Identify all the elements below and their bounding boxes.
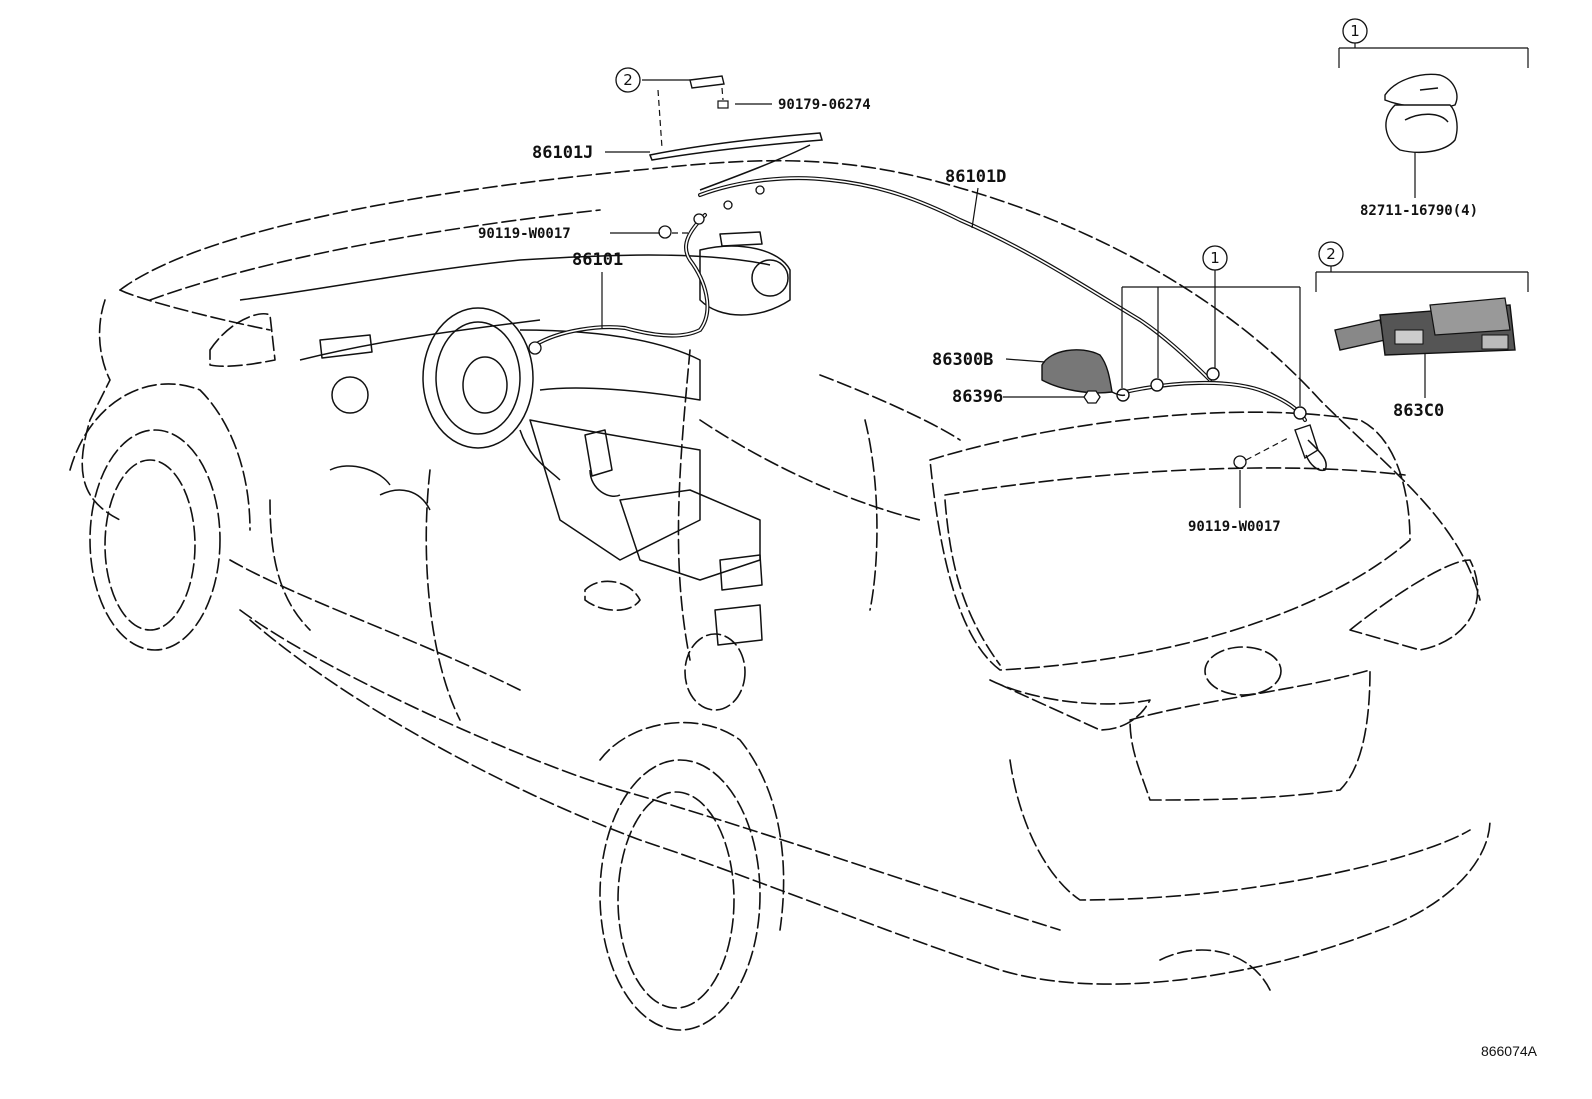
part-label-90179-06274: 90179-06274 — [778, 97, 871, 113]
part-label-86101: 86101 — [572, 250, 623, 270]
callout-number: 1 — [1350, 22, 1360, 40]
cable-clips — [528, 185, 1307, 420]
callout-1-inset: 1 — [1342, 18, 1368, 44]
part-label-86396: 86396 — [952, 387, 1003, 407]
interior-dashboard — [239, 231, 791, 646]
part-label-863c0: 863C0 — [1393, 401, 1444, 421]
figure-id: 866074A — [1481, 1043, 1538, 1059]
antenna-cable-86101 — [533, 213, 710, 347]
callout-number: 2 — [623, 71, 633, 89]
part-label-86101j: 86101J — [532, 143, 593, 163]
rear-connector — [658, 225, 1327, 472]
part-label-90119-w0017-front: 90119-W0017 — [478, 226, 571, 242]
antenna-nut — [1083, 390, 1101, 404]
part-label-82711-16790: 82711-16790(4) — [1360, 203, 1478, 219]
part-label-90119-w0017-rear: 90119-W0017 — [1188, 519, 1281, 535]
leader-lines — [601, 42, 1529, 508]
part-label-86300b: 86300B — [932, 350, 993, 370]
callout-2-inset: 2 — [1318, 241, 1344, 267]
callout-1-clips: 1 — [1202, 245, 1228, 271]
clip-82711-illustration — [1384, 73, 1458, 153]
callout-2-top: 2 — [615, 67, 641, 93]
callout-number: 1 — [1210, 249, 1220, 267]
callout-number: 2 — [1326, 245, 1336, 263]
windshield-antenna-86101j — [648, 75, 823, 191]
shark-fin-antenna — [1041, 349, 1126, 397]
part-label-86101d: 86101D — [945, 167, 1006, 187]
vehicle-outline — [69, 159, 1491, 1031]
module-863c0-illustration — [1334, 297, 1516, 356]
